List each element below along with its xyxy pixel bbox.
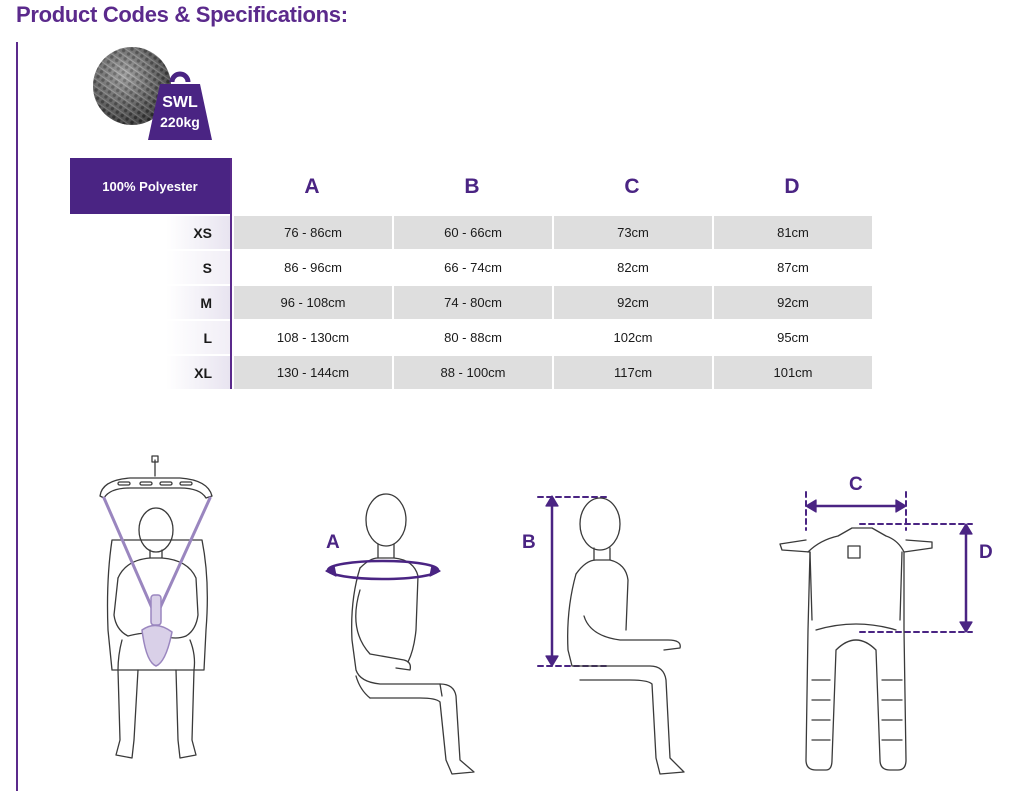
value-cell: 88 - 100cm [392,356,552,389]
table-row: M 96 - 108cm 74 - 80cm 92cm 92cm [70,286,872,319]
value-cell: 74 - 80cm [392,286,552,319]
table-row: S 86 - 96cm 66 - 74cm 82cm 87cm [70,251,872,284]
page-title: Product Codes & Specifications: [16,2,348,27]
figure-sling-in-use [99,455,213,759]
measurement-illustrations: A B C D [99,455,993,775]
value-cell: 66 - 74cm [392,251,552,284]
size-cell: S [70,251,232,284]
material-header: 100% Polyester [70,158,232,214]
swl-value: 220kg [160,114,200,130]
label-c: C [849,474,863,495]
value-cell: 76 - 86cm [232,216,392,249]
value-cell: 86 - 96cm [232,251,392,284]
value-cell: 96 - 108cm [232,286,392,319]
col-header-c: C [624,174,640,198]
figure-measure-a: A [325,493,475,775]
value-cell: 87cm [712,251,872,284]
size-cell: XS [70,216,232,249]
spec-table: 100% Polyester A B C D XS 76 - 86cm 60 -… [70,158,872,389]
value-cell: 108 - 130cm [232,321,392,354]
table-header-row: 100% Polyester A B C D [70,158,872,214]
value-cell: 130 - 144cm [232,356,392,389]
value-cell: 92cm [552,286,712,319]
value-cell: 95cm [712,321,872,354]
table-row: L 108 - 130cm 80 - 88cm 102cm 95cm [70,321,872,354]
size-cell: M [70,286,232,319]
table-row: XS 76 - 86cm 60 - 66cm 73cm 81cm [70,216,872,249]
size-cell: L [70,321,232,354]
value-cell: 81cm [712,216,872,249]
fabric-swatch-badge: SWL 220kg [93,47,212,140]
figure-sling-flat: C D [779,474,993,771]
col-header-a: A [304,174,320,198]
col-header-b: B [464,174,480,198]
swl-label: SWL [162,94,198,111]
value-cell: 80 - 88cm [392,321,552,354]
side-rule [16,42,18,791]
value-cell: 101cm [712,356,872,389]
value-cell: 102cm [552,321,712,354]
label-a: A [326,532,340,553]
value-cell: 73cm [552,216,712,249]
label-b: B [522,532,536,553]
weight-icon [148,71,212,140]
value-cell: 60 - 66cm [392,216,552,249]
size-cell: XL [70,356,232,389]
table-row: XL 130 - 144cm 88 - 100cm 117cm 101cm [70,356,872,389]
value-cell: 117cm [552,356,712,389]
figure-measure-b: B [522,495,685,775]
label-d: D [979,542,993,563]
value-cell: 92cm [712,286,872,319]
value-cell: 82cm [552,251,712,284]
col-header-d: D [784,174,800,198]
